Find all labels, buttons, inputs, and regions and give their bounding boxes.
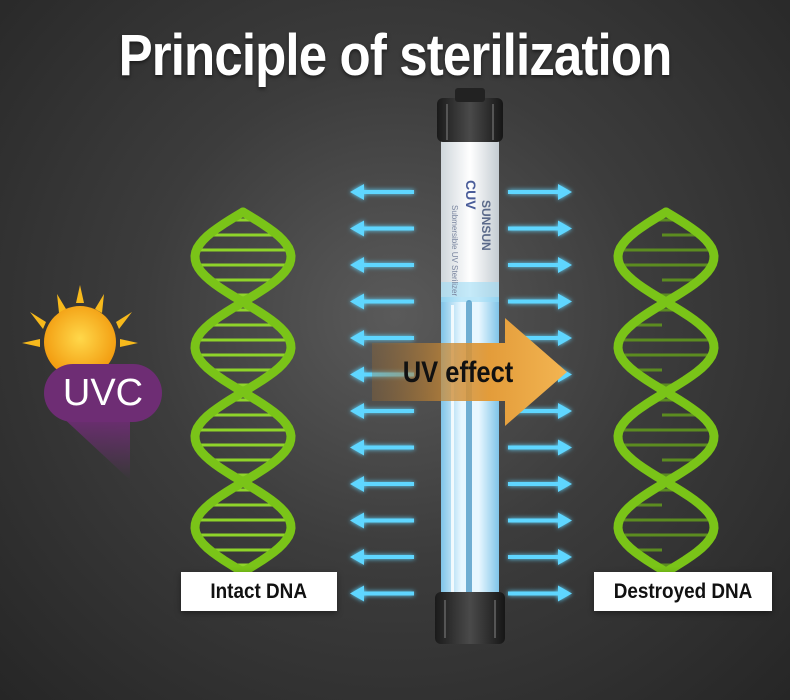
arrow-icon bbox=[372, 318, 567, 426]
page-title: Principle of sterilization bbox=[118, 23, 673, 88]
arrow-icon bbox=[350, 476, 364, 492]
arrow-icon bbox=[350, 366, 364, 383]
arrow-icon bbox=[350, 293, 364, 310]
sun-icon bbox=[22, 285, 138, 378]
arrow-icon bbox=[558, 293, 572, 310]
arrow-icon bbox=[558, 184, 572, 200]
arrow-icon bbox=[350, 585, 364, 602]
arrow-icon bbox=[350, 512, 364, 529]
arrow-icon bbox=[558, 476, 572, 492]
arrow-icon bbox=[558, 512, 572, 529]
lamp-model-text: CUV bbox=[463, 180, 479, 210]
arrow-icon bbox=[350, 549, 364, 565]
arrow-icon bbox=[558, 403, 572, 419]
arrow-icon bbox=[350, 257, 364, 273]
arrow-icon bbox=[558, 330, 572, 346]
arrow-icon bbox=[558, 585, 572, 602]
arrow-icon bbox=[350, 220, 364, 237]
lamp-brand-text: SUNSUN bbox=[479, 200, 493, 251]
arrow-icon bbox=[558, 220, 572, 237]
dna-strand bbox=[613, 207, 719, 577]
arrow-icon bbox=[558, 439, 572, 456]
destroyed-dna-label: Destroyed DNA bbox=[594, 572, 772, 611]
intact-dna-label: Intact DNA bbox=[181, 572, 337, 611]
uvc-tail bbox=[60, 415, 130, 480]
arrow-icon bbox=[350, 439, 364, 456]
arrow-icon bbox=[350, 403, 364, 419]
dna-helix-icon bbox=[190, 207, 296, 577]
lamp-desc-text: Submersible UV Sterilizer bbox=[450, 205, 459, 296]
arrow-icon bbox=[350, 330, 364, 346]
arrow-icon bbox=[350, 184, 364, 200]
uv-effect-label: UV effect bbox=[402, 356, 514, 389]
arrow-icon bbox=[558, 257, 572, 273]
dna-strand bbox=[190, 207, 296, 577]
uvc-badge: UVC bbox=[44, 364, 162, 422]
dna-helix-icon bbox=[613, 207, 719, 577]
arrow-icon bbox=[558, 549, 572, 565]
